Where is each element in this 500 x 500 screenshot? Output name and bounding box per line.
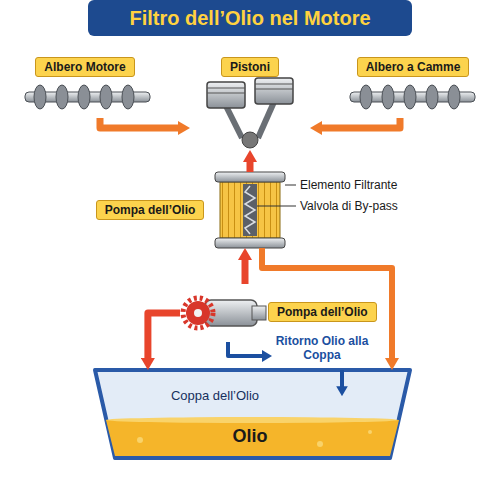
diagram-node: Pompa dell’Olio xyxy=(180,284,266,342)
oil-label: Olio xyxy=(233,426,268,448)
flow-arrow xyxy=(148,313,180,359)
diagram-node: Coppa dell’OlioOlio xyxy=(95,370,410,458)
crankshaft-illustration xyxy=(25,85,150,109)
part-tag: Albero Motore xyxy=(35,57,134,77)
title-banner xyxy=(88,0,412,36)
return-arrowhead xyxy=(262,350,272,362)
part-tag: Albero a Camme xyxy=(357,57,470,77)
flow-label: Ritorno Olio alla Coppa xyxy=(272,334,372,363)
part-tag: Pompa dell’Olio xyxy=(96,200,205,220)
oil-pan-illustration xyxy=(95,370,410,458)
filter-leader-lines xyxy=(257,185,296,206)
part-tag: Pompa dell’Olio xyxy=(268,302,377,322)
title-text: Filtro dell’Olio nel Motore xyxy=(129,6,370,30)
diagram-node: Albero a Camme xyxy=(345,50,485,118)
flow-arrow xyxy=(242,259,249,284)
pan-name: Coppa dell’Olio xyxy=(171,388,259,404)
part-label: Elemento Filtrante xyxy=(300,178,397,192)
flow-arrow xyxy=(100,118,179,128)
oil-filter-illustration xyxy=(215,172,285,248)
flow-arrow xyxy=(247,161,254,172)
oil-pump-illustration xyxy=(183,298,266,328)
camshaft-illustration xyxy=(350,85,475,109)
pistons-illustration xyxy=(207,78,293,148)
diagram-node: Pompa dell’Olio xyxy=(215,172,285,248)
diagram-node: Albero Motore xyxy=(15,50,155,118)
part-label: Valvola di By-pass xyxy=(300,199,398,213)
flow-arrow xyxy=(321,118,400,128)
part-tag: Pistoni xyxy=(221,57,279,77)
diagram-node: Pistoni xyxy=(190,50,310,150)
